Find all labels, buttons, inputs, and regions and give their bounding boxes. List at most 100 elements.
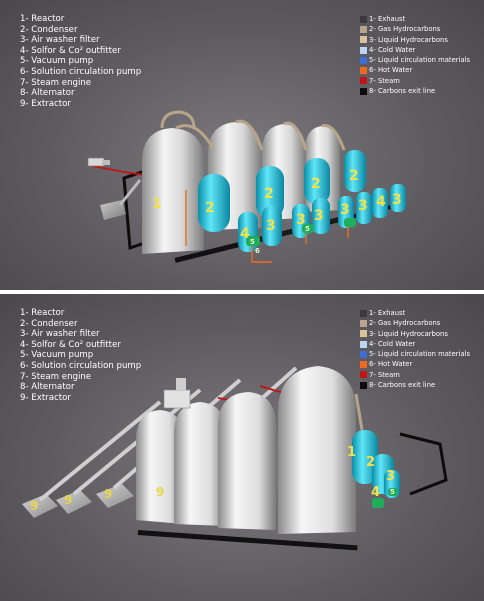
condenser bbox=[352, 430, 378, 484]
legend-swatch bbox=[360, 87, 367, 95]
plant-render-top: 1 2 2 2 2 3 3 3 3 3 3 4 4 5 6 5 bbox=[87, 110, 406, 263]
pipe-legend-bottom: 1- Exhaust 2- Gas Hydrocarbons 3- Liquid… bbox=[360, 308, 470, 390]
legend-swatch bbox=[360, 56, 367, 64]
callout-number: 4 bbox=[376, 194, 386, 210]
legend-item: 8- Carbons exit line bbox=[360, 380, 470, 390]
condenser bbox=[256, 166, 284, 218]
callout-number: 9 bbox=[64, 493, 72, 507]
callout-number: 3 bbox=[266, 218, 276, 234]
legend-item: 1- Exhaust bbox=[360, 14, 470, 24]
legend-item: 3- Liquid Hydrocarbons bbox=[360, 329, 470, 339]
top-render-panel: 1- Reactor 2- Condenser 3- Air washer fi… bbox=[0, 0, 484, 290]
callout-number: 3 bbox=[296, 212, 306, 228]
legend-swatch bbox=[360, 67, 367, 75]
reactor bbox=[278, 366, 356, 534]
callout-number: 3 bbox=[358, 198, 368, 214]
pipe-legend-top: 1- Exhaust 2- Gas Hydrocarbons 3- Liquid… bbox=[360, 14, 470, 96]
legend-item: 5- Liquid circulation materials bbox=[360, 349, 470, 359]
callout-number: 2 bbox=[349, 168, 359, 184]
reactor bbox=[218, 392, 276, 530]
gas-hydrocarbon-pipes bbox=[175, 119, 346, 151]
legend-swatch bbox=[360, 340, 367, 348]
component-list-bottom: 1- Reactor 2- Condenser 3- Air washer fi… bbox=[20, 308, 141, 403]
legend-swatch bbox=[360, 77, 367, 85]
legend-item: 7- Steam bbox=[360, 370, 470, 380]
hot-water-pipes bbox=[185, 190, 349, 263]
callout-number: 5 bbox=[305, 225, 310, 233]
component-item: 5- Vacuum pump bbox=[20, 350, 94, 361]
callout-number: 4 bbox=[240, 226, 250, 242]
component-item: 4- Solfor & Co² outfitter bbox=[20, 339, 121, 350]
component-item: 7- Steam engine bbox=[20, 371, 92, 382]
component-item: 2- Condenser bbox=[20, 318, 78, 329]
callout-number: 6 bbox=[255, 247, 260, 255]
condenser bbox=[344, 150, 366, 192]
legend-swatch bbox=[360, 36, 367, 44]
condenser bbox=[198, 174, 230, 232]
legend-swatch bbox=[360, 371, 367, 379]
extractor-tray bbox=[100, 179, 142, 220]
steam-engine bbox=[87, 157, 110, 167]
base-rail bbox=[137, 530, 358, 551]
callout-number: 2 bbox=[264, 186, 274, 202]
component-item: 6- Solution circulation pump bbox=[20, 360, 142, 371]
air-washer-filter bbox=[238, 184, 406, 252]
component-item: 9- Extractor bbox=[20, 392, 71, 403]
legend-swatch bbox=[360, 309, 367, 317]
reactor bbox=[142, 110, 204, 254]
component-list-top: 1- Reactor 2- Condenser 3- Air washer fi… bbox=[20, 14, 141, 109]
callout-number: 1 bbox=[152, 196, 162, 212]
legend-item: 6- Hot Water bbox=[360, 359, 470, 369]
callout-number: 1 bbox=[347, 445, 356, 460]
condenser bbox=[304, 158, 330, 204]
vacuum-pumps bbox=[246, 218, 356, 246]
legend-swatch bbox=[360, 350, 367, 358]
callout-number: 4 bbox=[371, 485, 380, 500]
component-item: 5- Vacuum pump bbox=[20, 56, 94, 67]
bottom-render-panel: 1- Reactor 2- Condenser 3- Air washer fi… bbox=[0, 294, 484, 601]
legend-item: 4- Cold Water bbox=[360, 45, 470, 55]
legend-swatch bbox=[360, 361, 367, 369]
callout-number: 3 bbox=[340, 202, 350, 218]
legend-item: 2- Gas Hydrocarbons bbox=[360, 318, 470, 328]
legend-item: 5- Liquid circulation materials bbox=[360, 55, 470, 65]
callout-number: 3 bbox=[314, 208, 324, 224]
legend-item: 3- Liquid Hydrocarbons bbox=[360, 35, 470, 45]
callout-number: 3 bbox=[386, 469, 395, 484]
carbons-exit-line bbox=[399, 432, 448, 496]
callout-number: 2 bbox=[205, 200, 215, 216]
reactor bbox=[174, 402, 226, 526]
callout-number: 5 bbox=[250, 238, 255, 246]
legend-swatch bbox=[360, 381, 367, 389]
component-item: 3- Air washer filter bbox=[20, 329, 100, 340]
component-item: 2- Condenser bbox=[20, 24, 78, 35]
legend-swatch bbox=[360, 15, 367, 23]
component-item: 8- Alternator bbox=[20, 88, 75, 99]
legend-swatch bbox=[360, 319, 367, 327]
component-item: 9- Extractor bbox=[20, 98, 71, 109]
component-item: 1- Reactor bbox=[20, 14, 65, 24]
component-item: 4- Solfor & Co² outfitter bbox=[20, 45, 121, 56]
callout-number: 9 bbox=[104, 487, 112, 501]
legend-item: 7- Steam bbox=[360, 76, 470, 86]
callout-number: 9 bbox=[30, 499, 38, 513]
component-item: 6- Solution circulation pump bbox=[20, 66, 142, 77]
legend-swatch bbox=[360, 46, 367, 54]
component-item: 7- Steam engine bbox=[20, 77, 92, 88]
gas-hydrocarbon-pipe bbox=[354, 393, 364, 431]
legend-item: 1- Exhaust bbox=[360, 308, 470, 318]
legend-swatch bbox=[360, 25, 367, 33]
callout-number: 9 bbox=[156, 485, 164, 499]
callout-number: 5 bbox=[390, 488, 395, 496]
vacuum-pumps bbox=[372, 488, 398, 508]
callout-number: 2 bbox=[311, 176, 321, 192]
legend-item: 4- Cold Water bbox=[360, 339, 470, 349]
component-item: 3- Air washer filter bbox=[20, 35, 100, 46]
steam-engine bbox=[163, 378, 191, 409]
steam-line bbox=[91, 165, 146, 176]
legend-item: 8- Carbons exit line bbox=[360, 86, 470, 96]
component-item: 8- Alternator bbox=[20, 382, 75, 393]
callout-number: 2 bbox=[366, 455, 375, 470]
legend-swatch bbox=[360, 330, 367, 338]
legend-item: 6- Hot Water bbox=[360, 65, 470, 75]
